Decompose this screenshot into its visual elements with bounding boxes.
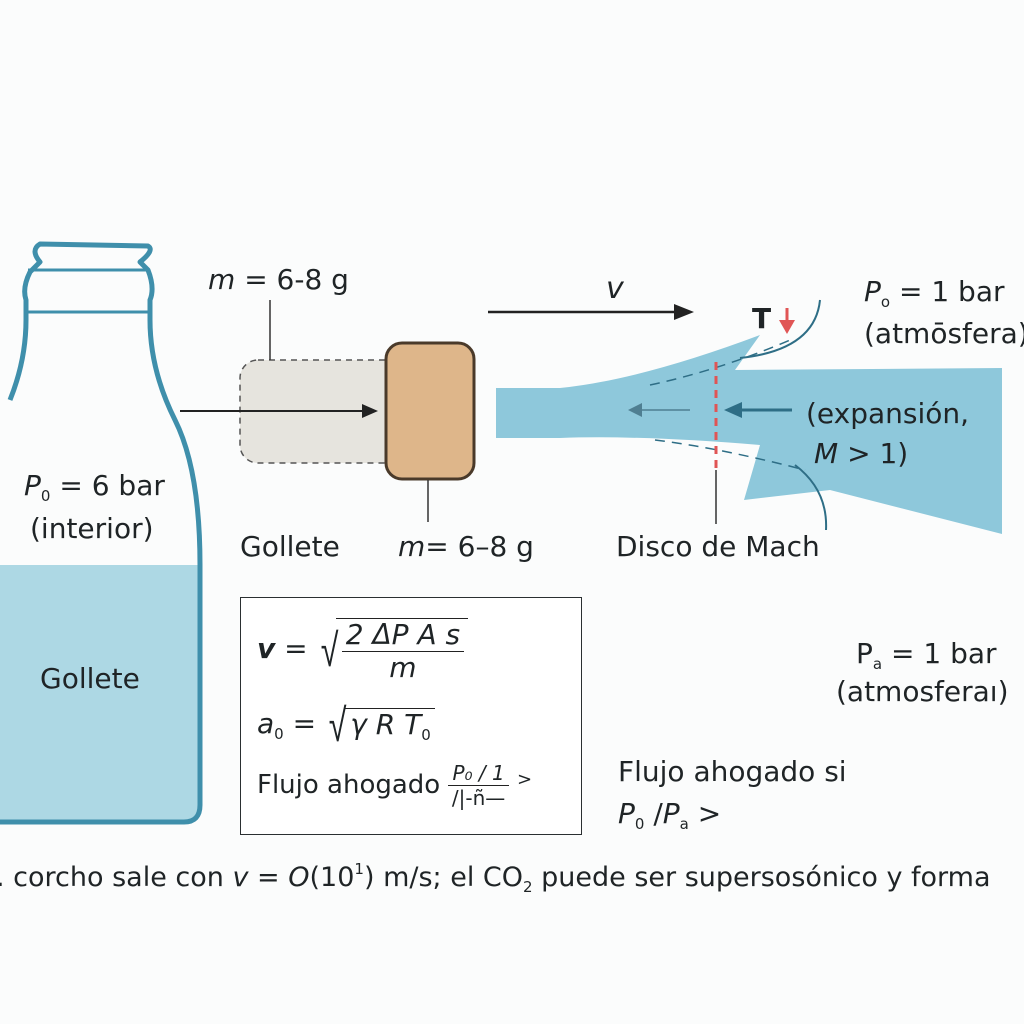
bottle-liquid-label: Gollete [40,662,140,695]
outer-pressure-label: Po = 1 bar [864,275,1005,311]
caption: . corcho sale con v = O(101) m/s; el CO2… [0,860,991,896]
bottle-liquid [0,565,200,822]
choked-condition-line1: Flujo ahogado si [618,755,847,788]
mach-disk-label: Disco de Mach [616,530,820,563]
choked-flow-formula: Flujo ahogado P₀ / 1/|-ñ— > [257,761,533,810]
jet-plume [496,335,1002,534]
mach-number-label: M > 1) [814,437,909,470]
shock-curve-bottom [794,464,828,531]
mass-top-label: m = 6-8 g [208,263,349,296]
neck-label: Gollete [240,530,340,563]
velocity-arrow [488,304,694,320]
bottle-pressure-note: (interior) [30,512,154,545]
sound-speed-formula: a0 = √γ R T0 [257,702,435,748]
bottle-pressure-label: P0 = 6 bar [24,469,165,505]
jet-streamline-bottom [654,439,806,471]
bottle-outline [0,241,203,825]
jet-streamline-top [649,339,791,386]
choked-condition-line2: P0 /Pa > [618,797,722,833]
expansion-label: (expansión, [806,397,970,430]
cork [384,341,476,481]
backflow-arrow [628,403,690,417]
temp-down-arrow [779,308,795,334]
inflow-arrow [724,402,792,418]
outer-pressure-note: (atmōsfera) [864,317,1024,350]
ambient-pressure-label: Pa = 1 bar [856,637,997,673]
ambient-pressure-note: (atmosferaı) [836,675,1009,708]
force-arrow [180,404,378,418]
velocity-label: v [606,271,624,306]
temperature-label: T [752,302,772,335]
shock-curve-top [739,299,821,359]
mass-bottom-label: m= 6–8 g [398,530,534,563]
bottle [0,241,203,825]
